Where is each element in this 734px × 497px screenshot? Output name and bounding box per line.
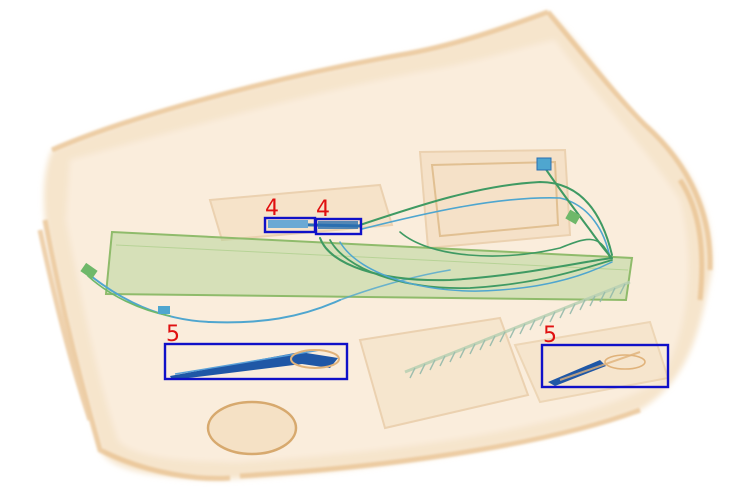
detection-label-1: 4 (265, 196, 279, 221)
round-coil (206, 400, 298, 456)
detection-label-2: 4 (316, 197, 330, 222)
detection-box-2 (314, 217, 363, 236)
long-board (104, 230, 634, 302)
inner-compartments (208, 148, 670, 430)
bag-shell-edges (37, 9, 713, 481)
detection-box-3 (163, 342, 349, 381)
detection-box-4 (540, 343, 670, 389)
connectors (80, 157, 581, 314)
metal-tools (170, 349, 646, 386)
detection-overlay: 4 4 5 5 (163, 196, 670, 389)
cables (85, 167, 613, 324)
detection-label-3: 5 (166, 322, 180, 347)
comb-strip (404, 280, 631, 379)
detection-label-4: 5 (543, 323, 557, 348)
